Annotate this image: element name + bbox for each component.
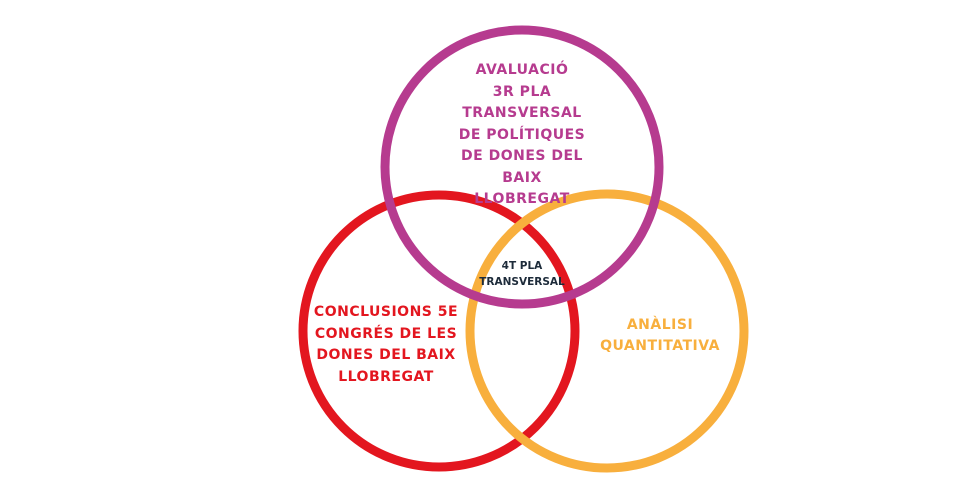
label-analisi: ANÀLISI QUANTITATIVA — [600, 317, 720, 354]
label-conclusions: CONCLUSIONS 5E CONGRÉS DE LES DONES DEL … — [313, 304, 459, 385]
circle-avaluacio — [380, 25, 664, 309]
label-intersection: 4T PLA TRANSVERSAL — [479, 260, 565, 288]
label-avaluacio: AVALUACIÓ 3R PLA TRANSVERSAL DE POLÍTIQU… — [458, 62, 586, 207]
circle-analisi — [465, 189, 749, 473]
circle-conclusions — [298, 190, 580, 472]
